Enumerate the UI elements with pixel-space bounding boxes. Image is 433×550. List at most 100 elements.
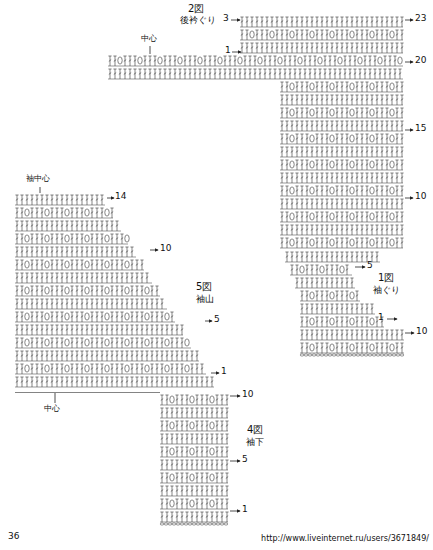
chart-label: 1 — [221, 367, 227, 377]
double-crochet — [210, 460, 213, 470]
double-crochet — [360, 238, 363, 248]
double-crochet — [95, 377, 98, 387]
double-crochet — [195, 421, 198, 431]
foundation-chain — [184, 523, 188, 525]
chain-loop — [370, 318, 374, 325]
double-crochet — [360, 30, 363, 40]
double-crochet — [205, 434, 208, 444]
double-crochet — [165, 460, 168, 470]
double-crochet — [65, 247, 68, 257]
stitch-row — [280, 212, 404, 222]
chain-loop — [390, 135, 394, 142]
double-crochet — [325, 160, 328, 170]
double-crochet — [300, 199, 303, 209]
double-crochet — [205, 460, 208, 470]
foundation-chain — [352, 354, 356, 356]
double-crochet — [325, 252, 328, 262]
double-crochet — [375, 17, 378, 27]
double-crochet — [300, 30, 303, 40]
double-crochet — [50, 195, 53, 205]
stitch-row — [300, 304, 375, 314]
double-crochet — [165, 377, 168, 387]
double-crochet — [45, 195, 48, 205]
double-crochet — [200, 460, 203, 470]
double-crochet — [345, 252, 348, 262]
stitch-row — [160, 447, 229, 457]
double-crochet — [310, 147, 313, 157]
double-crochet — [60, 208, 63, 218]
double-crochet — [250, 17, 253, 27]
double-crochet — [205, 408, 208, 418]
double-crochet — [285, 17, 288, 27]
foundation-chain — [224, 523, 228, 525]
double-crochet — [365, 160, 368, 170]
double-crochet — [180, 325, 183, 335]
double-crochet — [273, 56, 276, 66]
double-crochet — [123, 69, 126, 79]
double-crochet — [123, 56, 126, 66]
double-crochet — [350, 43, 353, 53]
chain-loop — [300, 266, 304, 273]
double-crochet — [383, 69, 386, 79]
double-crochet — [320, 173, 323, 183]
double-crochet — [175, 338, 178, 348]
double-crochet — [310, 43, 313, 53]
double-crochet — [100, 312, 103, 322]
chain-loop — [125, 365, 129, 372]
double-crochet — [95, 221, 98, 231]
double-crochet — [55, 286, 58, 296]
foundation-chain — [196, 523, 200, 525]
double-crochet — [55, 208, 58, 218]
row-base — [280, 105, 403, 106]
double-crochet — [115, 364, 118, 374]
double-crochet — [30, 325, 33, 335]
double-crochet — [100, 351, 103, 361]
chart-label: 中心 — [44, 405, 60, 414]
row-base — [280, 248, 403, 249]
double-crochet — [300, 238, 303, 248]
double-crochet — [320, 291, 323, 301]
double-crochet — [325, 186, 328, 196]
chart-label: 1 — [225, 46, 231, 56]
double-crochet — [60, 273, 63, 283]
double-crochet — [80, 377, 83, 387]
chain-loop — [310, 213, 314, 220]
row-arrow — [405, 20, 413, 21]
chain-loop — [190, 396, 194, 403]
double-crochet — [368, 69, 371, 79]
double-crochet — [65, 325, 68, 335]
double-crochet — [365, 330, 368, 340]
double-crochet — [85, 273, 88, 283]
double-crochet — [30, 299, 33, 309]
double-crochet — [160, 447, 163, 457]
double-crochet — [283, 69, 286, 79]
double-crochet — [50, 208, 53, 218]
chain-loop — [310, 318, 314, 325]
double-crochet — [110, 260, 113, 270]
stitch-row — [15, 312, 175, 322]
double-crochet — [385, 17, 388, 27]
double-crochet — [90, 247, 93, 257]
double-crochet — [315, 173, 318, 183]
row-base — [15, 283, 152, 284]
double-crochet — [365, 108, 368, 118]
double-crochet — [180, 434, 183, 444]
double-crochet — [315, 278, 318, 288]
double-crochet — [140, 260, 143, 270]
double-crochet — [70, 221, 73, 231]
double-crochet — [50, 273, 53, 283]
double-crochet — [115, 299, 118, 309]
stitch-row — [15, 208, 114, 218]
double-crochet — [240, 17, 243, 27]
double-crochet — [383, 56, 386, 66]
chain-loop — [185, 365, 189, 372]
row-base — [160, 457, 228, 458]
double-crochet — [365, 82, 368, 92]
chain-loop — [25, 261, 29, 268]
row-base — [160, 522, 228, 523]
double-crochet — [70, 377, 73, 387]
double-crochet — [55, 234, 58, 244]
double-crochet — [35, 221, 38, 231]
double-crochet — [30, 273, 33, 283]
double-crochet — [295, 199, 298, 209]
